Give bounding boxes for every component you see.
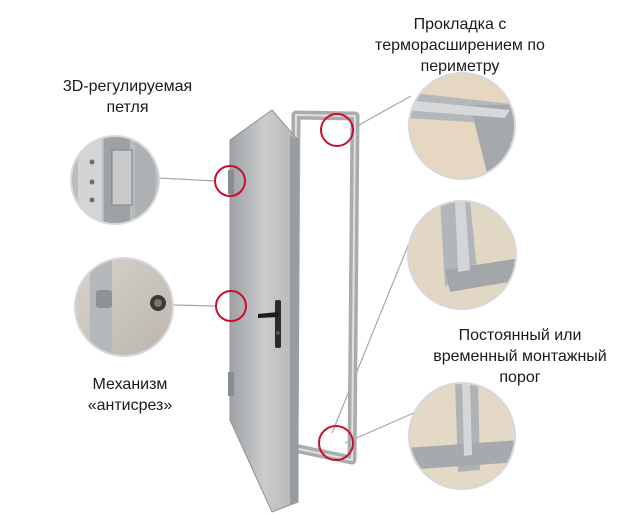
label-gasket-line-3: периметру (420, 58, 500, 75)
connector-sill-bottom (344, 411, 417, 444)
label-mechanism-line-2: «антисрез» (87, 397, 173, 414)
label-sill-line-2: временный монтажный (433, 348, 607, 365)
connector-mechanism (171, 304, 218, 307)
detail-sill-lower (408, 382, 516, 490)
door-handle-lever (258, 312, 278, 318)
label-sill: Постоянный или временный монтажный порог (395, 325, 640, 388)
connector-hinge (157, 177, 217, 182)
callout-rings (214, 113, 354, 461)
detail-hinge (70, 135, 160, 225)
ring-sill (318, 425, 354, 461)
label-hinge-line-1: 3D-регулируемая (62, 78, 193, 95)
label-gasket-line-1: Прокладка с (413, 16, 507, 33)
label-hinge-line-2: петля (106, 99, 149, 116)
hinge-lower (228, 372, 234, 396)
door-frame (289, 110, 360, 465)
label-mechanism-line-1: Механизм (92, 376, 168, 393)
door-handle-escutcheon (275, 300, 281, 348)
detail-mechanism (74, 257, 174, 357)
label-hinge: 3D-регулируемая петля (40, 76, 215, 118)
label-sill-line-3: порог (499, 369, 541, 386)
connector-sill-top (331, 225, 417, 434)
connector-gasket (349, 95, 412, 131)
label-mechanism: Механизм «антисрез» (60, 374, 200, 416)
ring-hinge (214, 165, 246, 197)
hinge-upper (228, 170, 234, 194)
ring-mechanism (215, 290, 247, 322)
label-gasket: Прокладка с терморасширением по периметр… (340, 14, 580, 77)
connector-lines (157, 95, 417, 444)
detail-sill-upper (407, 200, 517, 310)
detail-gasket (408, 72, 516, 180)
door-leaf (228, 109, 299, 513)
ring-gasket (320, 113, 354, 147)
label-sill-line-1: Постоянный или (458, 327, 582, 344)
label-gasket-line-2: терморасширением по (375, 37, 545, 54)
